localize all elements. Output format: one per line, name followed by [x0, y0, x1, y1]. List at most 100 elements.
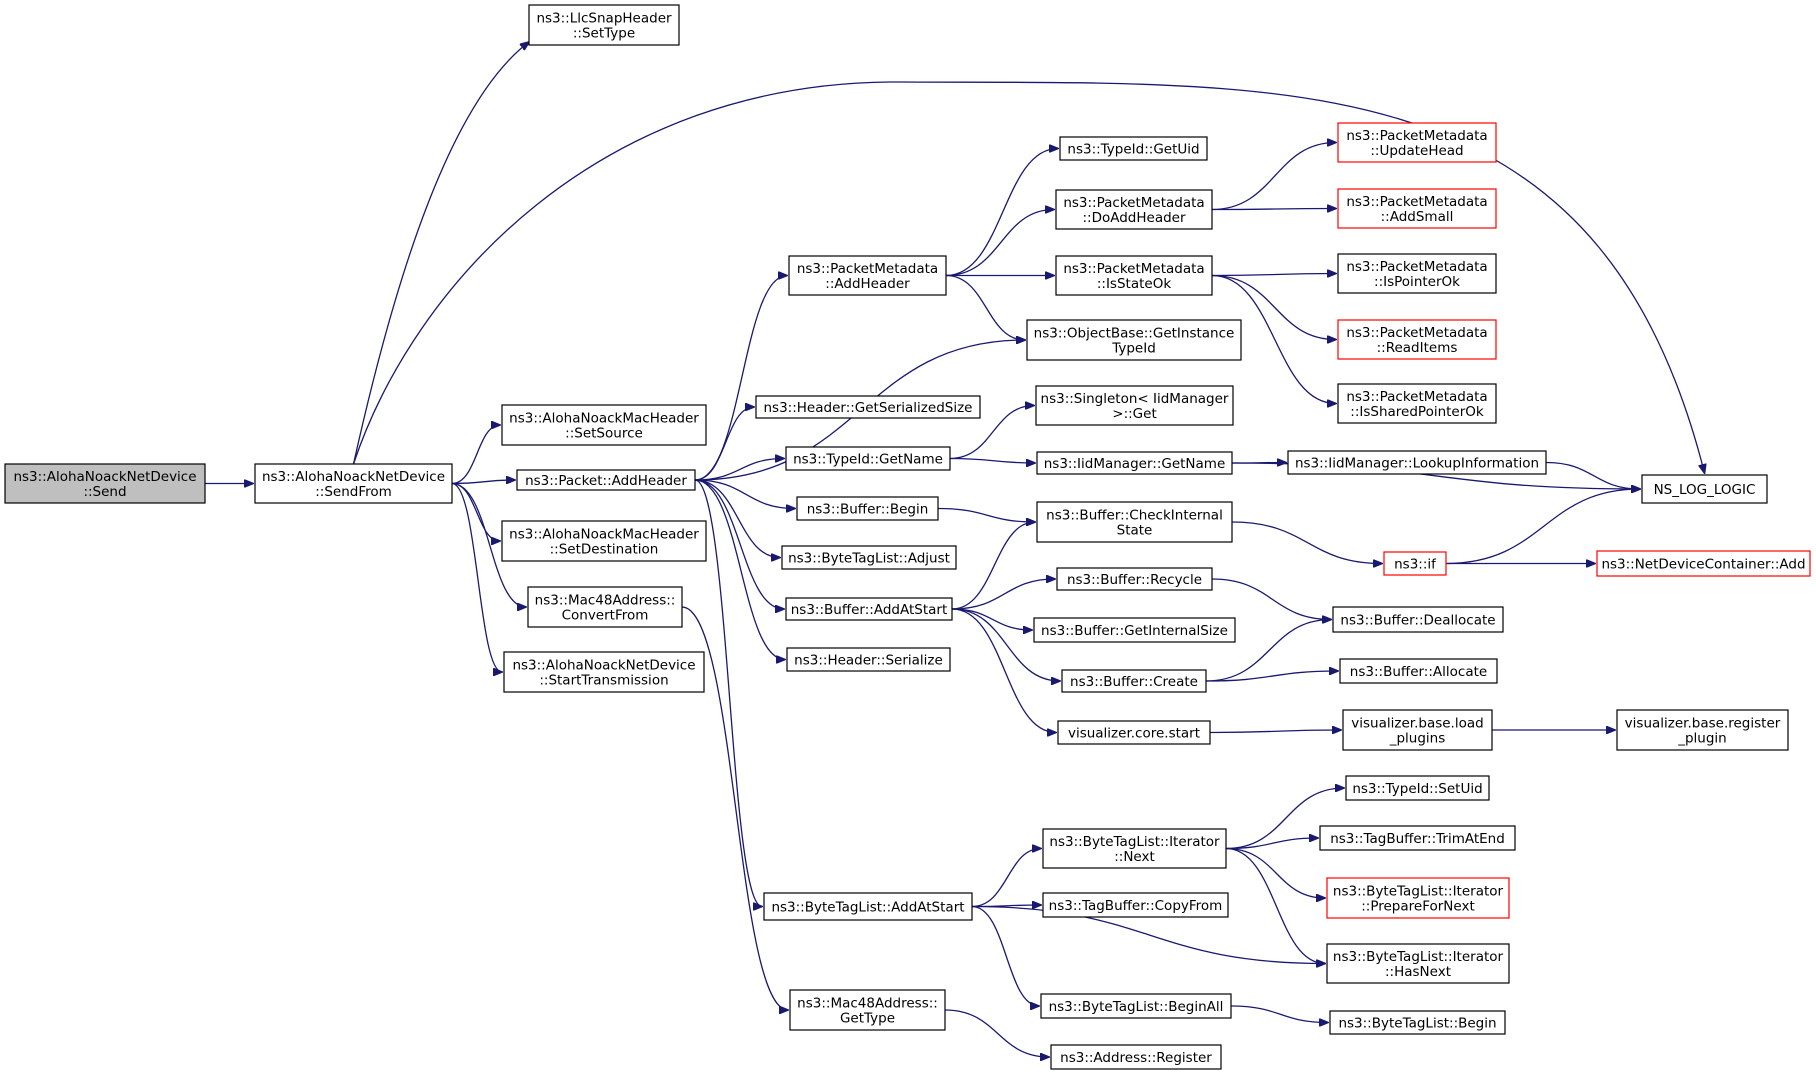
node-hdrserialize[interactable]: ns3::Header::Serialize: [786, 647, 951, 672]
edge-ns3if-to-nslog: [1445, 489, 1640, 565]
node-label: ::SendFrom: [315, 484, 392, 500]
node-label: ns3::PacketMetadata: [1346, 128, 1487, 144]
node-pmreaditems[interactable]: ns3::PacketMetadata::ReadItems: [1337, 319, 1497, 360]
node-box: [789, 989, 946, 1031]
node-bufrecycle[interactable]: ns3::Buffer::Recycle: [1056, 567, 1213, 591]
node-vizloadplugins[interactable]: visualizer.base.load_plugins: [1342, 709, 1493, 751]
node-btladjust[interactable]: ns3::ByteTagList::Adjust: [781, 545, 957, 570]
node-label: _plugin: [1677, 731, 1727, 747]
node-ns3if[interactable]: ns3::if: [1383, 551, 1447, 576]
node-starttx[interactable]: ns3::AlohaNoackNetDevice::StartTransmiss…: [503, 651, 705, 693]
node-pmupdatehead[interactable]: ns3::PacketMetadata::UpdateHead: [1337, 122, 1497, 163]
node-tbsetuid[interactable]: ns3::TypeId::SetUid: [1345, 775, 1490, 801]
node-box: [1033, 617, 1236, 643]
node-bufdealloc[interactable]: ns3::Buffer::Deallocate: [1332, 606, 1504, 633]
node-bufaddatstart[interactable]: ns3::Buffer::AddAtStart: [785, 597, 953, 621]
edge-bufrecycle-to-bufdealloc: [1211, 578, 1331, 620]
node-label: ns3::Buffer::Begin: [807, 502, 929, 518]
node-box: [527, 586, 683, 628]
node-box: [516, 469, 696, 491]
edge-btladdatstart-to-btlbeginall: [971, 905, 1039, 1007]
node-btlhasnext[interactable]: ns3::ByteTagList::Iterator::HasNext: [1326, 943, 1510, 984]
node-nslog[interactable]: NS_LOG_LOGIC: [1641, 474, 1768, 504]
node-addheader[interactable]: ns3::Packet::AddHeader: [516, 469, 696, 491]
node-label: ns3::AlohaNoackNetDevice: [262, 469, 445, 485]
edge-sendfrom-to-llc: [352, 42, 530, 465]
node-typeidgetname[interactable]: ns3::TypeId::GetName: [785, 446, 951, 471]
node-getuid[interactable]: ns3::TypeId::GetUid: [1059, 136, 1208, 161]
node-bufcreate[interactable]: ns3::Buffer::Create: [1061, 669, 1207, 693]
node-mac48gettype[interactable]: ns3::Mac48Address::GetType: [789, 989, 946, 1031]
edge-addheader-to-typeidgetname: [694, 459, 784, 481]
edge-bufbegin-to-bufcheck: [937, 507, 1035, 523]
node-label: ns3::PacketMetadata: [797, 261, 938, 277]
node-label: ns3::TagBuffer::CopyFrom: [1049, 898, 1223, 914]
node-btlbegin[interactable]: ns3::ByteTagList::Begin: [1329, 1010, 1506, 1035]
node-pmissharedptr[interactable]: ns3::PacketMetadata::IsSharedPointerOk: [1337, 383, 1497, 424]
node-pmdoaddheader[interactable]: ns3::PacketMetadata::DoAddHeader: [1055, 189, 1213, 230]
node-btlbeginall[interactable]: ns3::ByteTagList::BeginAll: [1040, 993, 1232, 1019]
node-label: ns3::PacketMetadata: [1063, 261, 1204, 277]
edge-bufaddatstart-to-bufcheck: [951, 522, 1035, 610]
node-box: [1042, 892, 1229, 918]
node-label: ::UpdateHead: [1370, 143, 1463, 159]
node-label: ns3::TypeId::GetName: [793, 452, 943, 468]
edge-sendfrom-to-setdest: [451, 482, 500, 542]
node-hdrsersize[interactable]: ns3::Header::GetSerializedSize: [755, 395, 981, 419]
node-label: ns3::TypeId::GetUid: [1067, 142, 1199, 158]
node-box: [785, 597, 953, 621]
edge-btliternext-to-btlprepare: [1225, 847, 1325, 899]
node-box: [1337, 253, 1497, 294]
node-box: [1061, 669, 1207, 693]
node-label: ns3::AlohaNoackMacHeader: [509, 411, 699, 427]
node-bufbegin[interactable]: ns3::Buffer::Begin: [796, 496, 939, 521]
node-label: ns3::Buffer::GetInternalSize: [1041, 623, 1228, 639]
node-setdest[interactable]: ns3::AlohaNoackMacHeader::SetDestination: [501, 520, 707, 562]
node-llc[interactable]: ns3::LlcSnapHeader::SetType: [528, 4, 680, 46]
edge-typeidgetname-to-iidgetname: [949, 457, 1035, 464]
node-label: ns3::PacketMetadata: [1346, 194, 1487, 210]
node-label: ns3::IidManager::LookupInformation: [1295, 456, 1539, 472]
node-label: ns3::Buffer::Create: [1070, 674, 1198, 690]
node-box: [1035, 385, 1234, 426]
node-box: [1337, 122, 1497, 163]
node-iidgetname[interactable]: ns3::IidManager::GetName: [1036, 451, 1233, 475]
node-iidlookup[interactable]: ns3::IidManager::LookupInformation: [1287, 450, 1547, 475]
node-send[interactable]: ns3::AlohaNoackNetDevice::Send: [4, 463, 206, 504]
node-box: [1616, 709, 1789, 751]
node-tbtrimatend[interactable]: ns3::TagBuffer::TrimAtEnd: [1319, 825, 1516, 851]
node-label: ::IsSharedPointerOk: [1350, 404, 1484, 420]
node-ndcadd[interactable]: ns3::NetDeviceContainer::Add: [1596, 550, 1811, 577]
edge-sendfrom-to-nslog: [352, 81, 1705, 473]
node-pmispointerok[interactable]: ns3::PacketMetadata::IsPointerOk: [1337, 253, 1497, 294]
edge-btliternext-to-tbsetuid: [1225, 788, 1344, 850]
edge-btladdatstart-to-btliternext: [971, 849, 1041, 908]
node-pmaddheader[interactable]: ns3::PacketMetadata::AddHeader: [788, 255, 947, 296]
node-addrregister[interactable]: ns3::Address::Register: [1050, 1044, 1222, 1070]
node-vizregister[interactable]: visualizer.base.register_plugin: [1616, 709, 1789, 751]
node-tbcopyfrom[interactable]: ns3::TagBuffer::CopyFrom: [1042, 892, 1229, 918]
node-bufalloc[interactable]: ns3::Buffer::Allocate: [1339, 658, 1498, 684]
node-bufgetintsize[interactable]: ns3::Buffer::GetInternalSize: [1033, 617, 1236, 643]
node-vizcorestart[interactable]: visualizer.core.start: [1057, 720, 1211, 745]
node-btlprepare[interactable]: ns3::ByteTagList::Iterator::PrepareForNe…: [1326, 877, 1510, 919]
node-box: [1596, 550, 1811, 577]
edge-btladdatstart-to-btlhasnext: [971, 905, 1325, 964]
node-pmisstateok[interactable]: ns3::PacketMetadata::IsStateOk: [1055, 255, 1213, 296]
node-label: ns3::Buffer::Deallocate: [1340, 613, 1495, 629]
node-pmaddsmall[interactable]: ns3::PacketMetadata::AddSmall: [1337, 188, 1497, 229]
node-singleton[interactable]: ns3::Singleton< IidManager>::Get: [1035, 385, 1234, 426]
edge-bufaddatstart-to-vizcorestart: [951, 608, 1056, 733]
node-btliternext[interactable]: ns3::ByteTagList::Iterator::Next: [1042, 828, 1227, 869]
node-btladdatstart[interactable]: ns3::ByteTagList::AddAtStart: [763, 892, 973, 921]
node-sendfrom[interactable]: ns3::AlohaNoackNetDevice::SendFrom: [254, 463, 453, 504]
node-label: ns3::PacketMetadata: [1346, 259, 1487, 275]
node-box: [1337, 188, 1497, 229]
node-label: State: [1117, 523, 1153, 539]
node-convertfrom[interactable]: ns3::Mac48Address::ConvertFrom: [527, 586, 683, 628]
node-setsource[interactable]: ns3::AlohaNoackMacHeader::SetSource: [501, 404, 707, 446]
node-box: [788, 255, 947, 296]
